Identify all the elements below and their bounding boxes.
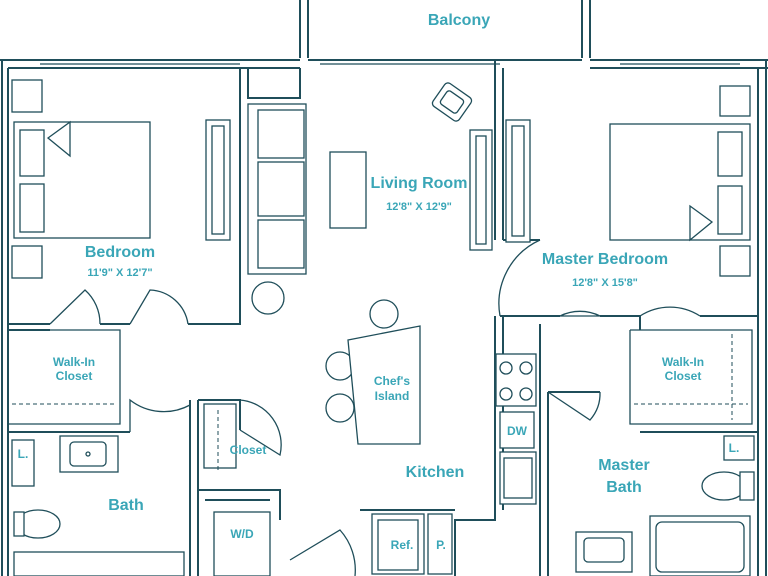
bedroom-label: Bedroom (85, 244, 155, 261)
master-linen-closet-label: L. (729, 441, 740, 455)
living-room-dimensions: 12'8" X 12'9" (386, 201, 452, 213)
closet-rods (12, 334, 748, 470)
walk-in-closet-label-line1: Walk-In (53, 355, 95, 369)
master-walk-in-closet-label-line2: Closet (665, 369, 702, 383)
master-bath-label-line1: Master (598, 457, 650, 474)
living-room-label: Living Room (371, 175, 468, 192)
doors (49, 239, 701, 576)
kitchen-fixtures (325, 299, 537, 575)
balcony-rail (299, 0, 591, 58)
kitchen-label: Kitchen (406, 464, 465, 481)
washer-dryer-label: W/D (230, 527, 254, 541)
outer-walls (0, 59, 768, 576)
pantry-label: P. (436, 538, 446, 552)
closet-label: Closet (230, 443, 267, 457)
room-labels: Balcony Bedroom 11'9" X 12'7" Living Roo… (18, 12, 740, 552)
dishwasher-label: DW (507, 424, 528, 438)
linen-closet-label: L. (18, 447, 29, 461)
master-bedroom-dimensions: 12'8" X 15'8" (572, 277, 638, 289)
bath-fixtures (11, 403, 755, 576)
island-label-line1: Chef's (374, 374, 411, 388)
walk-in-closet-label-line2: Closet (56, 369, 93, 383)
island-label-line2: Island (375, 389, 410, 403)
interior-walls (8, 60, 758, 576)
master-furniture (609, 85, 751, 277)
refrigerator-label: Ref. (391, 538, 414, 552)
bedroom-furniture (11, 79, 231, 279)
master-bedroom-label: Master Bedroom (542, 251, 668, 268)
master-walk-in-closet-label-line1: Walk-In (662, 355, 704, 369)
master-bath-label-line2: Bath (606, 479, 642, 496)
bath-label: Bath (108, 497, 144, 514)
bedroom-dimensions: 11'9" X 12'7" (87, 267, 152, 279)
living-furniture (247, 82, 531, 315)
balcony-label: Balcony (428, 12, 490, 29)
